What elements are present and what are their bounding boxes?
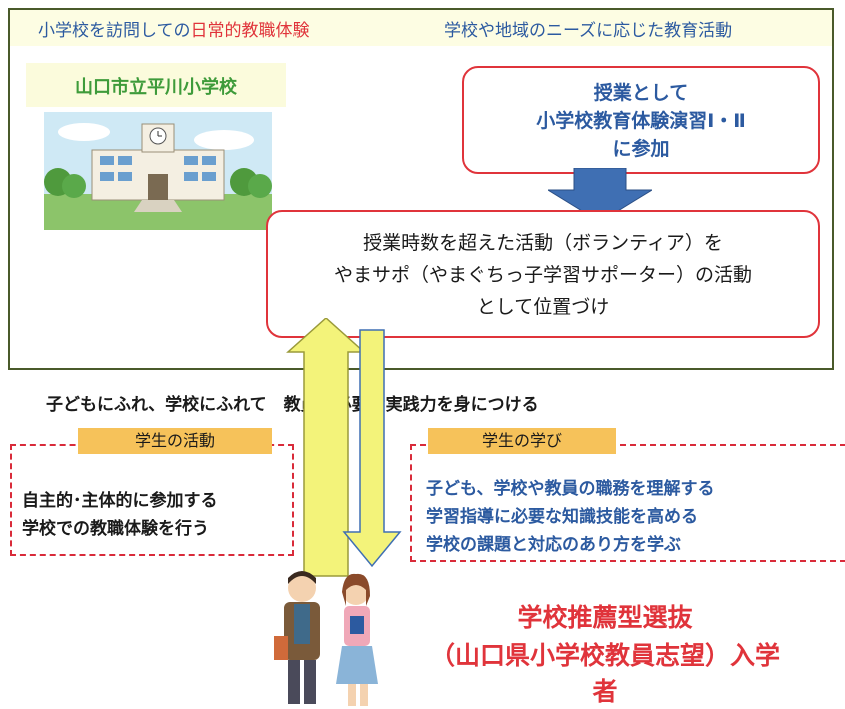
class-box-line3: に参加 (612, 138, 670, 160)
banner-left: 小学校を訪問しての日常的教職体験 (38, 16, 310, 41)
banner-left-part1: 小学校を訪問しての (38, 21, 191, 41)
class-box-line2: 小学校教育体験演習Ⅰ・Ⅱ (536, 110, 746, 132)
student-learning-line2: 学習指導に必要な知識技能を高める (426, 507, 698, 527)
down-arrow-yellow-icon (342, 329, 402, 568)
admission-line1: 学校推薦型選抜 (517, 603, 693, 632)
exchange-arrows (286, 318, 402, 577)
students-icon (274, 571, 378, 706)
student-learning-box (410, 444, 845, 562)
banner-right: 学校や地域のニーズに応じた教育活動 (444, 21, 733, 41)
volunteer-box-line2: やまサポ（やまぐちっ子学習サポーター）の活動 (333, 264, 752, 286)
volunteer-activity-box (266, 210, 820, 338)
class-box-line1: 授業として (593, 82, 689, 104)
student-activity-line1: 自主的･主体的に参加する (22, 491, 218, 511)
school-name: 山口市立平川小学校 (75, 77, 237, 98)
banner (10, 10, 832, 46)
banner-left-part2: 日常的教職体験 (190, 21, 310, 41)
student-activity-tag: 学生の活動 (78, 428, 272, 454)
school-building-icon (44, 112, 272, 230)
class-participation-box (462, 66, 820, 174)
student-learning-tag: 学生の学び (428, 428, 616, 454)
student-learning-line1: 子ども、学校や教員の職務を理解する (426, 479, 715, 499)
motto-text: 子どもにふれ、学校にふれて 教員に必要な実践力を身につける (46, 395, 539, 415)
student-activity-line2: 学校での教職体験を行う (22, 519, 209, 539)
student-learning-line3: 学校の課題と対応のあり方を学ぶ (426, 535, 681, 555)
down-arrow-icon (548, 168, 652, 222)
school-name-box (26, 63, 286, 107)
volunteer-box-line1: 授業時数を超えた活動（ボランティア）を (363, 232, 723, 254)
volunteer-box-line3: として位置づけ (476, 296, 610, 318)
admission-line2: （山口県小学校教員志望）入学者 (429, 641, 780, 706)
